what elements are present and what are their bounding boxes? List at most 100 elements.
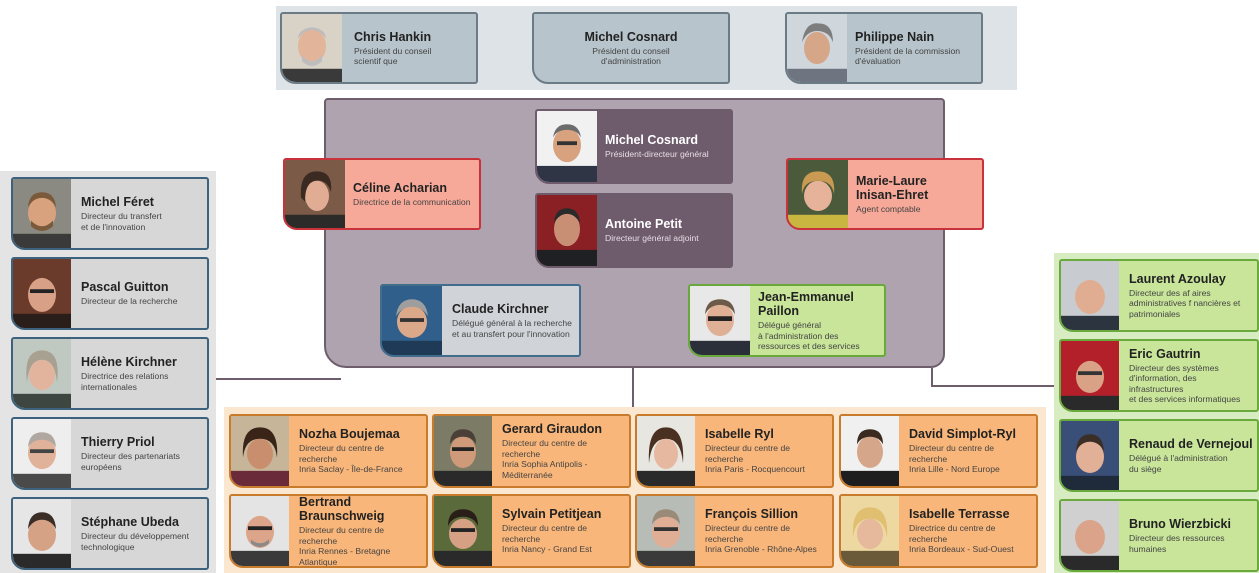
person-role: Président du conseil d'administration: [592, 45, 670, 67]
person-name: Michel Cosnard: [605, 133, 699, 148]
person-role: Directeur du centre de recherche Inria L…: [909, 443, 1000, 475]
portrait-photo: [537, 195, 597, 266]
person-card: Philippe Nain Président de la commission…: [785, 12, 983, 84]
portrait-photo: [13, 419, 71, 488]
person-role: Délégué général à la recherche et au tra…: [452, 318, 572, 339]
portrait-photo: [637, 496, 695, 566]
person-role: Directeur général adjoint: [605, 233, 699, 244]
person-name: Sylvain Petitjean: [502, 507, 602, 522]
portrait-photo: [841, 496, 899, 566]
right-directorates-panel: Laurent Azoulay Directeur des af aires a…: [1054, 253, 1259, 573]
portrait-photo: [788, 160, 848, 228]
person-name: Isabelle Ryl: [705, 427, 774, 442]
portrait-photo: [637, 416, 695, 486]
person-card: Nozha Boujemaa Directeur du centre de re…: [229, 414, 428, 488]
person-card: Bertrand Braunschweig Directeur du centr…: [229, 494, 428, 568]
person-role: Directeur du centre de recherche Inria R…: [299, 525, 391, 567]
person-name: Bertrand Braunschweig: [299, 495, 385, 523]
portrait-photo: [13, 499, 71, 568]
connector-left: [215, 378, 341, 380]
person-name: Nozha Boujemaa: [299, 427, 400, 442]
person-card: Chris Hankin Président du conseil scient…: [280, 12, 478, 84]
portrait-photo: [537, 111, 597, 182]
portrait-photo: [1061, 341, 1119, 410]
portrait-photo: [787, 14, 847, 82]
board-panel: Chris Hankin Président du conseil scient…: [276, 6, 1017, 90]
person-name: Gerard Giraudon: [502, 422, 603, 436]
person-card: Pascal Guitton Directeur de la recherche: [11, 257, 209, 330]
person-name: Céline Acharian: [353, 180, 448, 195]
person-name: Laurent Azoulay: [1129, 271, 1226, 286]
person-role: Délégué à l'administration du siège: [1129, 453, 1228, 474]
portrait-photo: [231, 416, 289, 486]
person-name: David Simplot-Ryl: [909, 427, 1016, 442]
person-name: Chris Hankin: [354, 29, 432, 44]
person-role: Directeur des af aires administratives f…: [1129, 287, 1241, 319]
portrait-photo: [13, 259, 71, 328]
person-card: David Simplot-Ryl Directeur du centre de…: [839, 414, 1038, 488]
person-name: Antoine Petit: [605, 217, 683, 232]
connector-bottom: [632, 368, 634, 408]
person-role: Agent comptable: [856, 203, 921, 214]
portrait-photo: [231, 496, 289, 566]
person-card-research: Claude Kirchner Délégué général à la rec…: [380, 284, 581, 357]
portrait-photo: [282, 14, 342, 82]
left-directorates-panel: Michel Féret Directeur du transfert et d…: [0, 171, 216, 573]
person-card: Michel Féret Directeur du transfert et d…: [11, 177, 209, 250]
person-role: Directeur du centre de recherche Inria S…: [502, 438, 588, 480]
portrait-photo: [13, 179, 71, 248]
person-name: Michel Cosnard: [584, 29, 678, 44]
person-name: Eric Gautrin: [1129, 346, 1201, 361]
person-role: Directeur des partenariats européens: [81, 451, 180, 472]
person-name: Thierry Priol: [81, 435, 155, 449]
portrait-photo: [1061, 261, 1119, 330]
person-role: Directeur du centre de recherche Inria S…: [299, 443, 403, 475]
person-role: Président de la commission d'évaluation: [855, 45, 961, 67]
person-role: Directrice du centre de recherche Inria …: [909, 523, 1014, 555]
person-role: Directeur des ressources humaines: [1129, 533, 1225, 554]
portrait-photo: [841, 416, 899, 486]
person-card: Renaud de Vernejoul Délégué à l'administ…: [1059, 419, 1259, 492]
person-name: Renaud de Vernejoul: [1129, 437, 1253, 451]
portrait-photo: [434, 496, 492, 566]
person-card: Bruno Wierzbicki Directeur des ressource…: [1059, 499, 1259, 572]
person-role: Directrice des relations internationales: [81, 371, 169, 392]
person-role: Directeur de la recherche: [81, 296, 178, 307]
portrait-photo: [1061, 501, 1119, 570]
person-name: Isabelle Terrasse: [909, 507, 1010, 522]
person-name: Hélène Kirchner: [81, 355, 177, 369]
person-card: Eric Gautrin Directeur des systèmes d'in…: [1059, 339, 1259, 412]
person-card-administration: Jean-Emmanuel Paillon Délégué général à …: [688, 284, 886, 357]
person-card: Michel Cosnard Président du conseil d'ad…: [532, 12, 730, 84]
person-card: Stéphane Ubeda Directeur du développemen…: [11, 497, 209, 570]
person-role: Directeur du développement technologique: [81, 531, 189, 552]
person-card: Hélène Kirchner Directrice des relations…: [11, 337, 209, 410]
person-role: Président du conseil scientif que: [354, 45, 432, 67]
person-card: Thierry Priol Directeur des partenariats…: [11, 417, 209, 490]
person-name: Jean-Emmanuel Paillon: [758, 290, 854, 318]
person-card: Laurent Azoulay Directeur des af aires a…: [1059, 259, 1259, 332]
portrait-photo: [382, 286, 442, 355]
portrait-photo: [690, 286, 750, 355]
person-name: Claude Kirchner: [452, 302, 549, 316]
person-name: Philippe Nain: [855, 29, 935, 44]
person-card-communication: Céline Acharian Directrice de la communi…: [283, 158, 481, 230]
person-name: François Sillion: [705, 507, 799, 522]
person-name: Marie-Laure Inisan-Ehret: [856, 173, 929, 202]
person-role: Directeur du centre de recherche Inria G…: [705, 523, 817, 555]
person-card: Isabelle Ryl Directeur du centre de rech…: [635, 414, 834, 488]
person-role: Directeur des systèmes d'information, de…: [1129, 362, 1241, 405]
person-card: Sylvain Petitjean Directeur du centre de…: [432, 494, 631, 568]
person-role: Directeur du centre de recherche Inria P…: [705, 443, 805, 475]
portrait-photo: [1061, 421, 1119, 490]
portrait-photo: [434, 416, 492, 486]
portrait-photo: [285, 160, 345, 228]
person-name: Michel Féret: [81, 195, 154, 209]
person-name: Bruno Wierzbicki: [1129, 517, 1231, 531]
connector-right-h: [931, 385, 1055, 387]
person-card-deputy: Antoine Petit Directeur général adjoint: [535, 193, 733, 268]
person-card-ceo: Michel Cosnard Président-directeur génér…: [535, 109, 733, 184]
portrait-photo: [13, 339, 71, 408]
person-name: Pascal Guitton: [81, 280, 169, 295]
person-role: Directeur du transfert et de l'innovatio…: [81, 211, 162, 232]
